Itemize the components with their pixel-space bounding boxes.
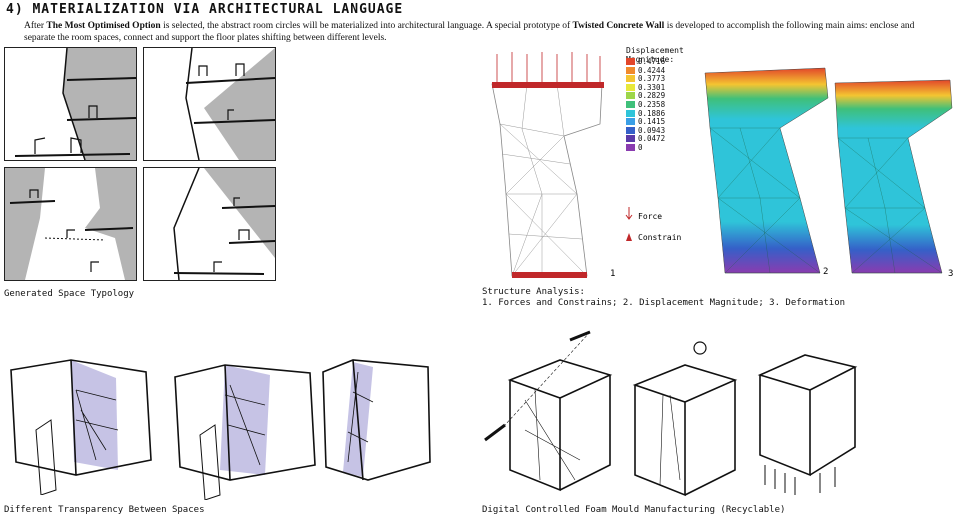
legend-swatch: [626, 66, 635, 74]
mould-sketch-2: [632, 341, 738, 497]
displacement-model: 2: [704, 67, 828, 277]
force-arrow-icon: [625, 207, 633, 220]
transparency-sketch-1: [10, 359, 152, 495]
legend-value: 0.0472: [638, 134, 666, 144]
typology-panel-4: [143, 167, 276, 281]
typology-panel-2: [143, 47, 276, 161]
legend-swatch: [626, 118, 635, 126]
legend-swatch: [626, 126, 635, 134]
legend-item: 0.1886: [626, 108, 666, 118]
mould-sketch-1: [484, 330, 613, 492]
legend-value: 0.0943: [638, 125, 666, 135]
structure-mesh: 1: [491, 52, 615, 279]
legend-item: 0.3773: [626, 75, 665, 82]
legend-title: Displacement Magnitude:: [626, 46, 684, 64]
legend-swatch: [626, 109, 635, 117]
page-title: 4) MATERIALIZATION VIA ARCHITECTURAL LAN…: [6, 2, 404, 17]
panel-number-3: 3: [948, 269, 953, 279]
typology-panel-3: [4, 167, 137, 281]
legend-value: 0.4716: [638, 57, 666, 66]
legend-swatch: [626, 135, 635, 143]
legend-item: 0: [626, 144, 643, 151]
legend-swatch: [626, 75, 635, 83]
legend-swatch: [626, 58, 635, 65]
legend-item: 0.4244: [626, 65, 666, 75]
legend-item: 0.4716: [626, 58, 665, 65]
typology-sketch-3: [5, 168, 136, 280]
deformation-model: 3: [834, 79, 953, 279]
legend-value: 0.1415: [638, 117, 666, 127]
constraint-triangle-icon: [626, 233, 632, 241]
transparency-sketch-2: [174, 364, 316, 500]
legend-value: 0.2358: [638, 100, 666, 109]
force-label: Force: [638, 212, 662, 221]
legend-swatch: [626, 92, 635, 100]
legend-value: 0.3773: [638, 74, 666, 84]
legend-swatch: [626, 83, 635, 91]
structure-caption-line1: Structure Analysis:: [482, 287, 585, 297]
mould-sketch-3: [757, 354, 858, 495]
typology-sketch-1: [14, 48, 136, 160]
legend-item: 0.1415: [626, 118, 665, 125]
typology-caption: Generated Space Typology: [4, 289, 135, 299]
structure-caption-line2: 1. Forces and Constrains; 2. Displacemen…: [482, 298, 846, 308]
legend-value: 0.4244: [638, 65, 666, 75]
intro-text-2: is selected, the abstract room circles w…: [160, 21, 573, 31]
legend-value: 0.3301: [638, 82, 666, 92]
legend-value: 0.2829: [638, 91, 666, 101]
legend-symbols: Force Constrain: [625, 207, 682, 242]
legend-item: 0.2358: [626, 101, 665, 108]
legend-item: 0.0943: [626, 127, 665, 134]
legend-item: 0.0472: [626, 134, 666, 144]
manufacturing-caption: Digital Controlled Foam Mould Manufactur…: [482, 505, 786, 515]
intro-text-3: is developed to accomplish the following…: [24, 21, 915, 43]
intro-bold-2: Twisted Concrete Wall: [572, 21, 665, 31]
legend-item: 0.3301: [626, 84, 665, 91]
typology-sketch-4: [173, 168, 275, 280]
legend-value: 0: [638, 143, 643, 152]
constrain-label: Constrain: [638, 233, 682, 242]
panel-number-1: 1: [610, 269, 615, 279]
typology-panel-1: [4, 47, 137, 161]
legend-swatch: [626, 144, 635, 151]
legend-swatch: [626, 101, 635, 108]
intro-bold-1: The Most Optimised Option: [46, 21, 161, 31]
typology-sketch-2: [185, 48, 275, 160]
transparency-caption: Different Transparency Between Spaces: [4, 505, 205, 515]
legend-item: 0.2829: [626, 91, 666, 101]
transparency-sketch-3: [322, 359, 431, 481]
intro-paragraph: After The Most Optimised Option is selec…: [24, 20, 924, 44]
intro-text-1: After: [24, 21, 47, 31]
panel-number-2: 2: [823, 267, 828, 277]
legend-value: 0.1886: [638, 108, 666, 118]
